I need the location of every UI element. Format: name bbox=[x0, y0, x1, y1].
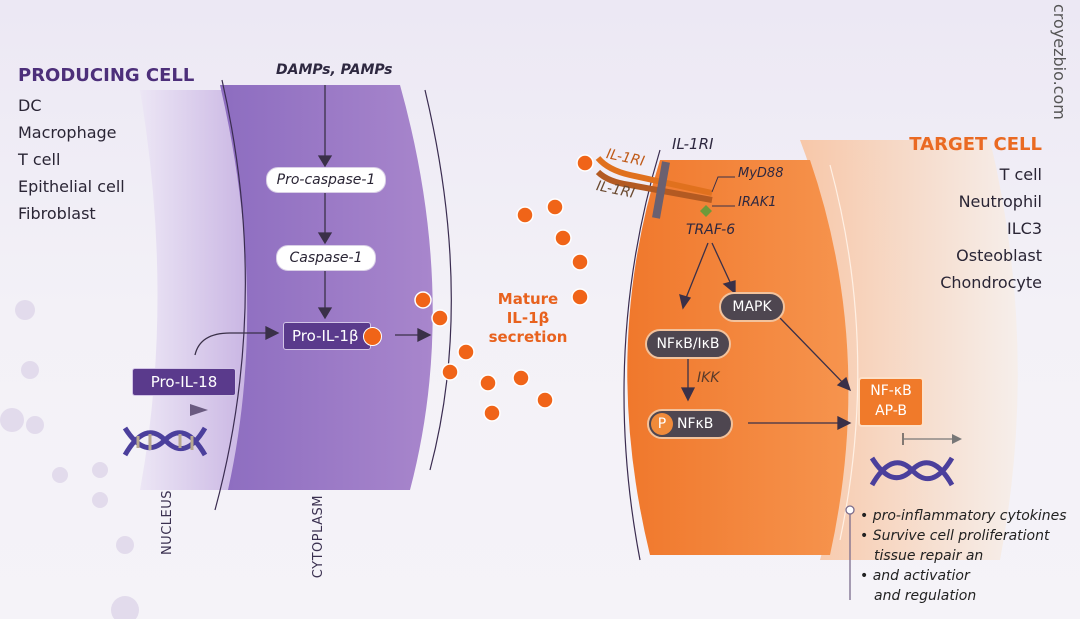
il1b-particle bbox=[571, 288, 589, 306]
phosphate-badge: P bbox=[651, 413, 673, 435]
watermark: croyezbio.com bbox=[1050, 4, 1069, 120]
decorative-circles bbox=[0, 300, 139, 619]
irak1-label: IRAK1 bbox=[738, 195, 777, 210]
myd88-label: MyD88 bbox=[738, 166, 784, 181]
il1b-particle bbox=[571, 253, 589, 271]
il1b-particle bbox=[414, 291, 432, 309]
il1b-particle bbox=[576, 154, 594, 172]
target-cell-item: ILC3 bbox=[1007, 219, 1042, 238]
nuclear-membrane bbox=[214, 79, 246, 511]
pro-il-1b-label: Pro-IL-1β bbox=[292, 327, 359, 345]
target-cytoplasm bbox=[627, 160, 849, 555]
pro-il-18-node: Pro-IL-18 bbox=[132, 368, 236, 396]
secretion-line: secretion bbox=[488, 328, 568, 346]
il1b-particle bbox=[457, 343, 475, 361]
transcription-factor-box: NF-κB AP-B bbox=[858, 377, 924, 427]
dna-icon-left bbox=[122, 426, 208, 457]
pro-caspase-1-node: Pro-caspase-1 bbox=[266, 167, 386, 193]
nucleus-label: NUCLEUS bbox=[160, 490, 175, 556]
producing-cell-item: Fibroblast bbox=[18, 204, 96, 223]
cell-membrane bbox=[424, 89, 452, 471]
ikk-label: IKK bbox=[697, 370, 720, 386]
cytoplasm-region bbox=[220, 85, 433, 490]
nfkb-label: NFκB bbox=[677, 416, 714, 432]
target-cell-list: T cell Neutrophil ILC3 Osteoblast Chondr… bbox=[940, 161, 1042, 296]
producing-cell-item: T cell bbox=[18, 150, 61, 169]
secretion-line: IL-1β bbox=[506, 309, 550, 327]
tf-line: NF-κB bbox=[870, 383, 912, 399]
dna-icon-right bbox=[869, 456, 955, 487]
caspase-1-node: Caspase-1 bbox=[276, 245, 376, 271]
nfkb-ikb-node: NFκB/IκB bbox=[645, 329, 731, 359]
il1b-particle bbox=[512, 369, 530, 387]
outcome-item: • and activatior bbox=[860, 568, 970, 584]
producing-cell-item: DC bbox=[18, 96, 42, 115]
damps-pamps-label: DAMPs, PAMPs bbox=[276, 62, 393, 78]
producing-cell-title: PRODUCING CELL bbox=[18, 65, 195, 86]
il1b-particle bbox=[479, 374, 497, 392]
target-cell-item: T cell bbox=[999, 165, 1042, 184]
outcome-item: • Survive cell proliferationt bbox=[860, 528, 1050, 544]
il1b-particle bbox=[441, 363, 459, 381]
target-cell-title: TARGET CELL bbox=[909, 134, 1042, 155]
il1b-particle bbox=[483, 404, 501, 422]
il1b-particle bbox=[554, 229, 572, 247]
target-light-region bbox=[800, 140, 1018, 560]
producing-cell-item: Macrophage bbox=[18, 123, 117, 142]
target-cell-item: Neutrophil bbox=[958, 192, 1042, 211]
il1b-particle bbox=[546, 198, 564, 216]
secretion-label: Mature IL-1β secretion bbox=[488, 290, 568, 347]
secretion-line: Mature bbox=[497, 290, 559, 308]
outcomes-list: • pro-inflammatory cytokines • Survive c… bbox=[860, 506, 1067, 606]
pro-il-1b-node: Pro-IL-1β bbox=[283, 322, 382, 350]
producing-cell-list: DC Macrophage T cell Epithelial cell Fib… bbox=[18, 92, 125, 227]
traf6-label: TRAF-6 bbox=[686, 222, 736, 238]
outcome-item: tissue repair an bbox=[874, 548, 984, 564]
il1b-particle bbox=[363, 327, 382, 346]
target-membrane bbox=[623, 149, 661, 561]
cytoplasm-label: CYTOPLASM bbox=[311, 495, 326, 579]
tf-line: AP-B bbox=[875, 403, 907, 419]
il1-receptor bbox=[595, 155, 735, 219]
il1b-particles bbox=[414, 154, 594, 422]
il1b-particle bbox=[516, 206, 534, 224]
target-cell-item: Osteoblast bbox=[956, 246, 1042, 265]
outcome-item: • pro-inflammatory cytokines bbox=[860, 508, 1067, 524]
il1b-particle bbox=[536, 391, 554, 409]
il1b-particle bbox=[431, 309, 449, 327]
outcome-item: and regulation bbox=[874, 588, 977, 604]
mapk-node: MAPK bbox=[719, 292, 785, 322]
target-cell-item: Chondrocyte bbox=[940, 273, 1042, 292]
producing-cell-item: Epithelial cell bbox=[18, 177, 125, 196]
il-1ri-label: IL-1RI bbox=[672, 135, 714, 153]
target-inner-membrane bbox=[829, 164, 859, 541]
